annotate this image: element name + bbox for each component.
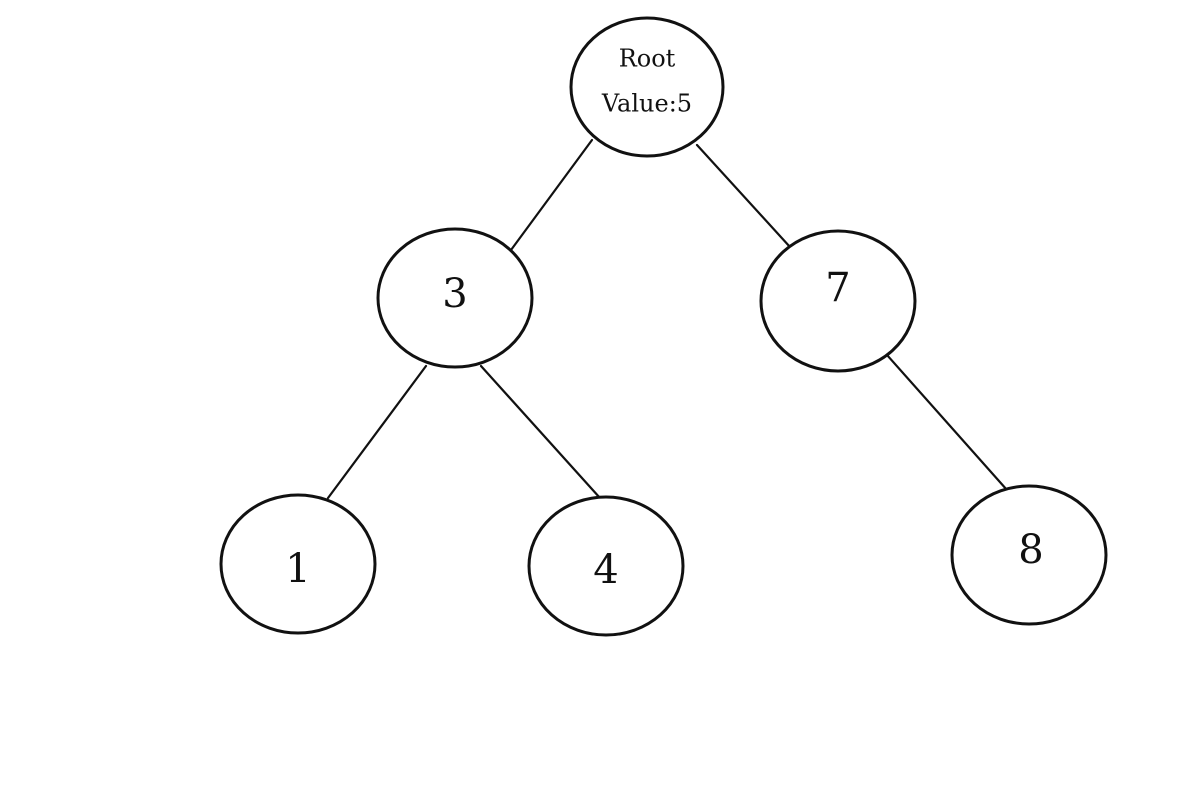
node-7-circle [759, 229, 917, 373]
node-7: 7 [759, 229, 917, 373]
node-8-label: 8 [1018, 527, 1043, 573]
node-1-label: 1 [285, 546, 310, 592]
node-3: 3 [376, 227, 534, 369]
edge-3-to-4 [479, 364, 602, 500]
edge-root-to-3 [509, 138, 594, 252]
node-4-label: 4 [593, 547, 618, 593]
edge-7-to-8 [885, 353, 1009, 492]
node-4: 4 [527, 495, 685, 637]
node-root-title: Root [619, 45, 676, 73]
node-root-circle [569, 16, 725, 158]
node-3-label: 3 [442, 271, 467, 317]
edge-root-to-7 [695, 143, 792, 249]
node-8-circle [950, 484, 1108, 626]
node-3-circle [376, 227, 534, 369]
node-8: 8 [950, 484, 1108, 626]
node-root-value: Value:5 [601, 90, 692, 118]
node-root: Root Value:5 [569, 16, 725, 158]
edge-3-to-1 [326, 364, 428, 500]
node-4-circle [527, 495, 685, 637]
node-1-circle [219, 493, 377, 635]
node-7-label: 7 [825, 265, 850, 311]
node-1: 1 [219, 493, 377, 635]
